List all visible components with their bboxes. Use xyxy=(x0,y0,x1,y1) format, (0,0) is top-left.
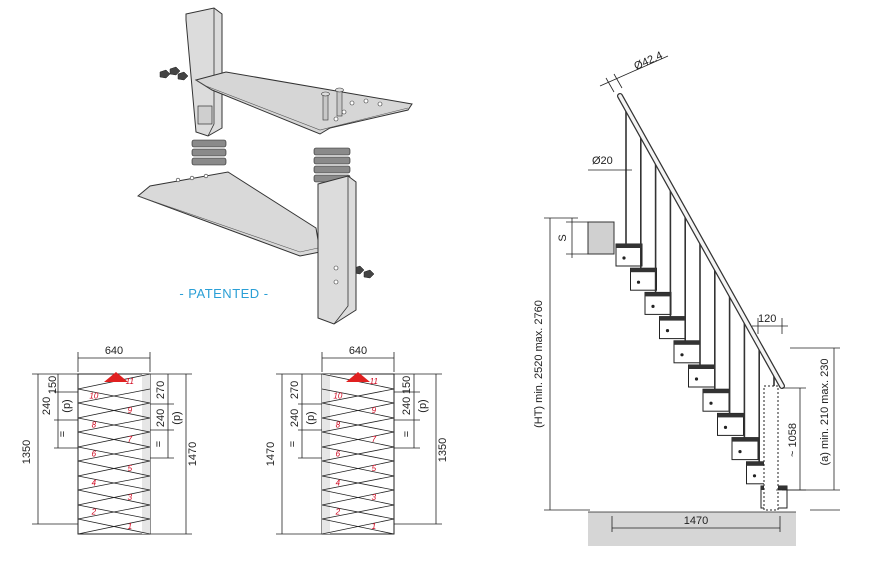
step-number: 7 xyxy=(372,435,377,444)
plan-right-right-height: 1350 xyxy=(437,438,449,462)
plan-right-top-offset: 270 xyxy=(289,381,301,399)
stair-tread xyxy=(732,437,758,442)
rail-offset-label: 120 xyxy=(758,313,776,325)
rail-height-label: ~ 1058 xyxy=(787,423,799,457)
step-number: 8 xyxy=(336,421,341,430)
direction-arrow-icon xyxy=(104,372,128,382)
spacer-stack-left xyxy=(191,139,227,166)
step-number: 10 xyxy=(89,392,98,401)
step-number: 10 xyxy=(333,392,342,401)
end-post xyxy=(763,385,779,511)
plan-left-right-height: 1470 xyxy=(187,442,199,466)
bolt-dot xyxy=(738,450,742,454)
step-number: 11 xyxy=(126,377,134,386)
lower-vertical-bracket xyxy=(317,175,357,325)
bolt-icon xyxy=(321,91,330,121)
stair-tread xyxy=(703,389,729,394)
side-elevation-view: (HT) min. 2520 max. 2760 S Ø42.4 Ø20 120… xyxy=(533,50,840,546)
plan-left-top-offset: 150 xyxy=(47,376,59,394)
step-number: 1 xyxy=(128,522,132,531)
bolt-dot xyxy=(636,280,641,284)
step-number: 1 xyxy=(372,522,376,531)
bolt-dot xyxy=(752,474,757,478)
step-number: 6 xyxy=(92,450,97,459)
step-number: 8 xyxy=(92,421,97,430)
step-number: 4 xyxy=(92,479,97,488)
stair-tread xyxy=(746,461,773,466)
direction-arrow-icon xyxy=(346,372,370,382)
stair-tread xyxy=(616,244,642,248)
plan-left-equal: = xyxy=(57,431,69,437)
step-number: 9 xyxy=(128,406,133,415)
plan-view-left: 640 1350 150 240 (p) = 1470 270 240 (p) … xyxy=(21,345,199,535)
plan-left-right-top: 270 xyxy=(155,381,167,399)
patented-label: - PATENTED - xyxy=(179,286,268,301)
upper-tread-plate xyxy=(194,71,413,135)
bolt-icon xyxy=(335,87,344,117)
step-number: 11 xyxy=(370,377,378,386)
plan-left-right-equal: = xyxy=(153,441,165,447)
rise-label: (a) min. 210 max. 230 xyxy=(819,359,831,466)
plan-right-equal: = xyxy=(287,441,299,447)
plan-right-right-p-paren: (p) xyxy=(417,399,429,412)
step-number: 3 xyxy=(372,493,377,502)
spacer-stack-right xyxy=(313,147,351,183)
lower-tread-plate xyxy=(137,171,321,257)
bolt-dot xyxy=(622,256,626,260)
plan-left-p-value: 240 xyxy=(41,397,53,415)
plan-right-right-equal: = xyxy=(401,431,413,437)
stair-tread xyxy=(630,268,657,273)
step-number: 5 xyxy=(372,464,377,473)
step-number: 9 xyxy=(372,406,377,415)
step-number: 4 xyxy=(336,479,341,488)
plan-right-height-label: 1470 xyxy=(265,442,277,466)
stair-tread xyxy=(645,292,671,297)
slab-label: S xyxy=(557,234,569,241)
step-number: 2 xyxy=(91,508,97,517)
stair-tread xyxy=(717,413,744,418)
plan-left-height-label: 1350 xyxy=(21,440,33,464)
upper-floor-slab xyxy=(587,221,615,255)
bolt-dot xyxy=(709,401,713,405)
plan-right-p-paren: (p) xyxy=(305,411,317,424)
plan-view-right: 640 1470 270 240 (p) = 1350 150 240 (p) … xyxy=(265,345,449,535)
plan-right-p-value: 240 xyxy=(289,409,301,427)
exploded-assembly-view: - PATENTED - xyxy=(137,7,413,325)
step-number: 7 xyxy=(128,435,133,444)
upper-vertical-bracket xyxy=(185,7,223,137)
bolt-dot xyxy=(723,425,728,429)
handrail-diameter-label: Ø42.4 xyxy=(632,50,664,73)
step-number: 5 xyxy=(128,464,133,473)
plan-left-width-label: 640 xyxy=(105,345,123,357)
stair-tread xyxy=(674,340,700,345)
bolt-dot xyxy=(665,329,670,333)
plan-left-p-paren: (p) xyxy=(61,399,73,412)
stair-tread xyxy=(659,316,686,321)
plan-right-right-top: 150 xyxy=(401,376,413,394)
plan-right-right-p: 240 xyxy=(401,397,413,415)
step-number: 6 xyxy=(336,450,341,459)
plan-left-right-p-paren: (p) xyxy=(171,411,183,424)
floor-slab xyxy=(588,512,796,546)
bolt-dot xyxy=(680,353,684,357)
stair-tread xyxy=(688,365,715,369)
stair-length-label: 1470 xyxy=(684,515,708,527)
baluster-diameter-label: Ø20 xyxy=(592,155,613,167)
bolt-dot xyxy=(651,304,655,308)
step-number: 3 xyxy=(128,493,133,502)
plan-right-width-label: 640 xyxy=(349,345,367,357)
overall-height-label: (HT) min. 2520 max. 2760 xyxy=(533,300,545,428)
plan-left-right-p: 240 xyxy=(155,409,167,427)
step-number: 2 xyxy=(335,508,341,517)
nut-icon xyxy=(159,66,189,81)
bolt-dot xyxy=(694,377,699,381)
